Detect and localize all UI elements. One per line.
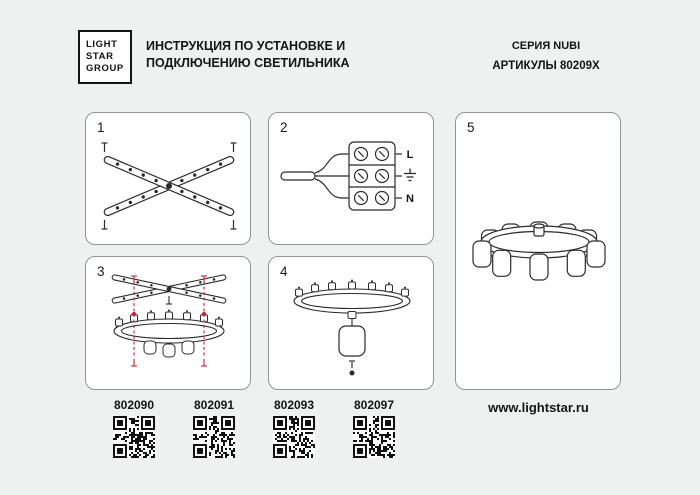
chandelier-ring — [113, 318, 225, 344]
qr-code-802097 — [353, 416, 395, 458]
earth-ground-icon — [404, 168, 416, 182]
qr-code-802093 — [273, 416, 315, 458]
series-name: СЕРИЯ NUBI — [511, 40, 581, 52]
page-title-line2: ПОДКЛЮЧЕНИЮ СВЕТИЛЬНИКА — [146, 56, 350, 70]
logo-text: LIGHT STAR GROUP — [86, 39, 124, 75]
center-screw-icon — [166, 296, 172, 305]
lamp-sockets — [295, 281, 409, 297]
lamp-shade — [143, 340, 195, 358]
step-number-5: 5 — [467, 120, 475, 135]
page-title: ИНСТРУКЦИЯ ПО УСТАНОВКЕ И ПОДКЛЮЧЕНИЮ СВ… — [146, 38, 350, 72]
center-socket — [347, 311, 357, 319]
finial-knob — [349, 370, 355, 376]
step-number-4: 4 — [280, 264, 288, 279]
article-number-802090: 802090 — [113, 398, 155, 412]
screw-icon — [101, 142, 237, 230]
step-panel-3: 3 — [85, 256, 251, 390]
series-info: СЕРИЯ NUBI АРТИКУЛЫ 80209X — [462, 40, 630, 72]
diagram-align-base-with-rails — [111, 274, 227, 367]
lamp-shade — [492, 249, 512, 277]
diagram-assembled-chandelier — [472, 221, 606, 281]
label-neutral: N — [406, 193, 414, 205]
chandelier-ring — [293, 288, 411, 314]
qr-code-802091 — [193, 416, 235, 458]
shade-screw-icon — [349, 360, 355, 368]
lamp-shade — [472, 240, 492, 268]
article-range: АРТИКУЛЫ 80209X — [492, 60, 600, 72]
step-panel-1: 1 — [85, 112, 251, 245]
label-live: L — [407, 149, 414, 161]
alignment-points — [131, 311, 207, 317]
diagram-attach-shade — [293, 279, 411, 376]
article-number-802091: 802091 — [193, 398, 235, 412]
diagram-mounting-rails-cross — [101, 142, 237, 230]
logo-line: LIGHT — [86, 39, 118, 50]
qr-code-802090 — [113, 416, 155, 458]
step-panel-2: 2 L N — [268, 112, 434, 245]
diagram-terminal-wiring: L N — [280, 141, 416, 211]
article-number-802093: 802093 — [273, 398, 315, 412]
step-panel-4: 4 — [268, 256, 434, 390]
article-number-802097: 802097 — [353, 398, 395, 412]
logo-line: GROUP — [86, 63, 124, 74]
step-number-1: 1 — [97, 120, 105, 135]
lightstar-logo: LIGHT STAR GROUP — [78, 30, 132, 84]
step-number-2: 2 — [280, 120, 288, 135]
lamp-shade — [529, 253, 549, 281]
website-url: www.lightstar.ru — [488, 400, 589, 415]
page-title-line1: ИНСТРУКЦИЯ ПО УСТАНОВКЕ И — [146, 39, 346, 53]
step-panel-5: 5 — [455, 112, 621, 390]
power-cable — [280, 171, 316, 181]
logo-line: STAR — [86, 51, 114, 62]
lamp-shade — [566, 249, 586, 277]
step-number-3: 3 — [97, 264, 105, 279]
alignment-guides — [131, 275, 207, 367]
lamp-shade — [338, 325, 366, 357]
lamp-shade — [586, 240, 606, 268]
